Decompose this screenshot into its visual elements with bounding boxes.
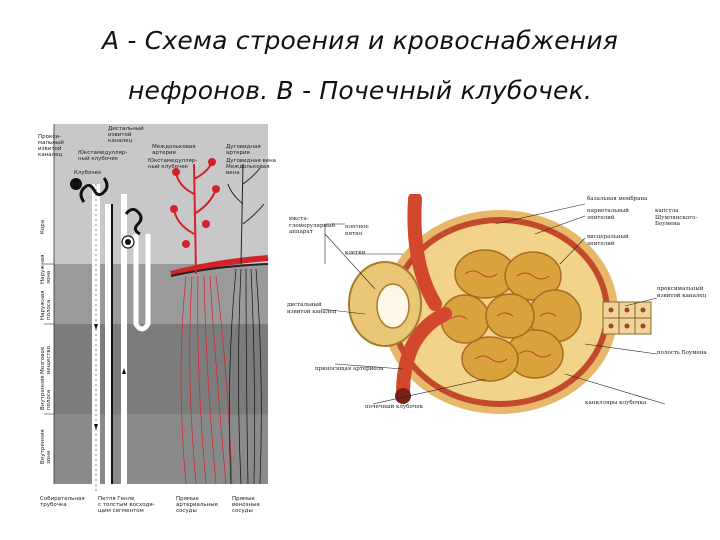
label-glomerulus: Клубочек: [74, 170, 102, 176]
label-juxtamedullary-nephron-glomerulus: Юкстамедулляр-ный клубочек: [148, 158, 198, 170]
label-zone-cortex: Кора: [40, 219, 46, 234]
nephron-scheme-drawing: [36, 124, 269, 522]
label-glomerulus: почечный клубочек: [365, 404, 424, 410]
renal-corpuscle-drawing: [320, 192, 666, 414]
title-line-1: А - Схема строения и кровоснабжения: [101, 26, 619, 55]
label-basement-membrane: базальная мембрана: [587, 196, 648, 202]
title-line-2: нефронов. В - Почечный клубочек.: [127, 76, 593, 105]
label-juxtamedullary-glomerulus: Юкстамедулляр-ный клубочек: [78, 150, 128, 162]
label-bowman-space: полость Боумена: [657, 350, 707, 356]
label-capillary-loops: капилляры клубочка: [585, 400, 647, 406]
label-afferent-arteriole: приносящая артериола: [315, 366, 384, 372]
label-cells: клетки: [345, 250, 366, 256]
